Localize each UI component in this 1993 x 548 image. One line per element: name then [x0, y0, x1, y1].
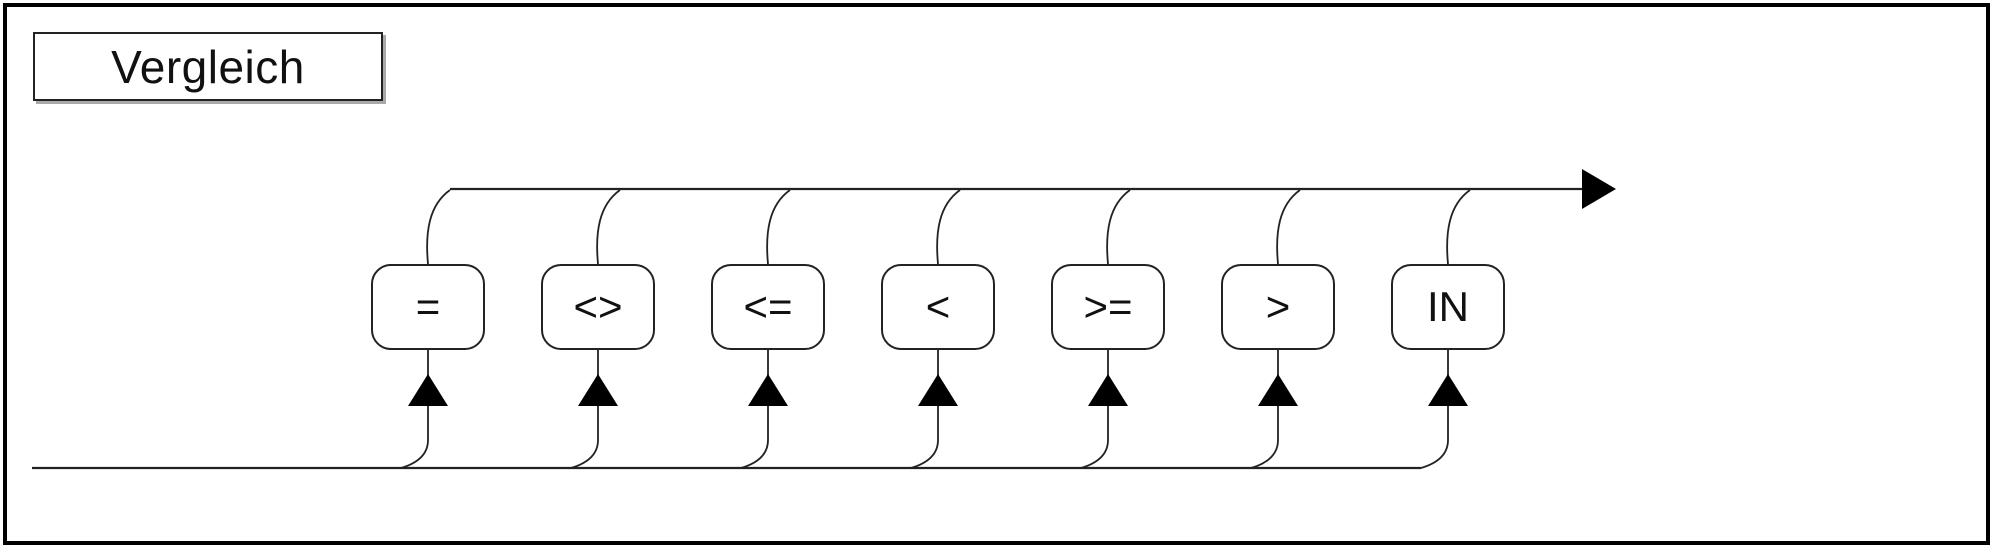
branch-top-curve — [1106, 189, 1131, 265]
operator-node-5: >= — [1051, 264, 1165, 350]
diagram-title-box: Vergleich — [33, 32, 383, 101]
branch-bottom-curve — [1080, 350, 1109, 469]
operator-node-6: > — [1221, 264, 1335, 350]
diagram-title: Vergleich — [111, 40, 305, 93]
branch-top-curve — [936, 189, 961, 265]
operator-label: < — [925, 283, 951, 330]
branch-bottom-curve — [1420, 350, 1449, 469]
branch-bottom-curve — [740, 350, 769, 469]
branch-bottom-curve — [570, 350, 599, 469]
operator-label: <> — [573, 283, 623, 330]
operator-label: <= — [743, 283, 793, 330]
branch-top-curve — [766, 189, 791, 265]
operator-node-2: <> — [541, 264, 655, 350]
up-arrowhead-icon — [1428, 374, 1468, 406]
operator-node-3: <= — [711, 264, 825, 350]
branch-top-curve — [1446, 189, 1471, 265]
up-arrowhead-icon — [1088, 374, 1128, 406]
branch-bottom-curve — [400, 350, 429, 469]
operator-label: > — [1265, 283, 1291, 330]
operator-label: IN — [1427, 283, 1469, 330]
branch-bottom-curve — [1250, 350, 1279, 469]
branch-top-curve — [426, 189, 451, 265]
up-arrowhead-icon — [408, 374, 448, 406]
up-arrowhead-icon — [918, 374, 958, 406]
operator-node-4: < — [881, 264, 995, 350]
operator-node-1: = — [371, 264, 485, 350]
right-arrowhead-icon — [1582, 169, 1616, 209]
up-arrowhead-icon — [748, 374, 788, 406]
branch-bottom-curve — [910, 350, 939, 469]
branch-top-curve — [596, 189, 621, 265]
operator-label: >= — [1083, 283, 1133, 330]
up-arrowhead-icon — [578, 374, 618, 406]
operator-label: = — [415, 283, 441, 330]
up-arrowhead-icon — [1258, 374, 1298, 406]
operator-node-7: IN — [1391, 264, 1505, 350]
branch-top-curve — [1276, 189, 1301, 265]
